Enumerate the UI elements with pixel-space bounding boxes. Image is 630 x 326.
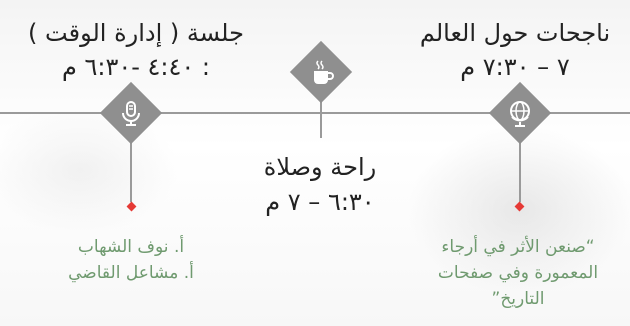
stem-globe — [519, 140, 521, 202]
speaker-line-1: أ. نوف الشهاب — [77, 237, 185, 257]
event-time-successful-women: ٧ – ٧:٣٠ م — [460, 53, 570, 81]
coffee-cup-icon — [314, 60, 334, 84]
event-time-time-management: : ٤:٤٠ -٦:٣٠ م — [61, 53, 211, 81]
microphone-icon — [122, 101, 140, 126]
event-title-time-management: جلسة ( إدارة الوقت ) — [28, 19, 244, 47]
event-time-break-prayer: ٦:٣٠ – ٧ م — [265, 188, 375, 216]
quote-line-1: “صنعن الأثر في أرجاء — [441, 237, 595, 257]
event-title-break-prayer: راحة وصلاة — [263, 153, 377, 181]
node-microphone — [99, 81, 163, 145]
node-coffee — [289, 40, 353, 104]
quote-line-2: المعمورة وفي صفحات — [437, 263, 599, 283]
quote-line-3: التاريخ” — [491, 289, 545, 309]
event-title-successful-women: ناجحات حول العالم — [419, 19, 611, 47]
speaker-line-2: أ. مشاعل القاضي — [68, 263, 194, 283]
stem-coffee — [320, 96, 322, 138]
node-globe — [488, 81, 552, 145]
timeline-line — [0, 112, 630, 114]
stem-microphone — [130, 140, 132, 202]
globe-icon — [510, 101, 530, 127]
